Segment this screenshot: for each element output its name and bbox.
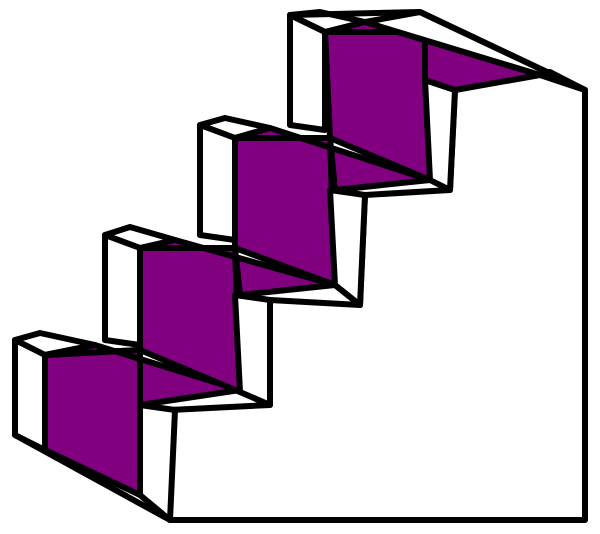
step-4-riser-left xyxy=(287,12,328,133)
step-3-carpet-tread xyxy=(232,125,433,193)
staircase-side-wall xyxy=(167,69,588,523)
step-4-riser-right xyxy=(422,77,458,193)
step-2-riser-right xyxy=(232,292,273,408)
step-1-riser-left xyxy=(12,337,48,453)
step-2-riser-left xyxy=(102,232,143,348)
staircase-front-edge xyxy=(12,337,173,523)
step-1-riser-right xyxy=(137,402,178,523)
step-1-carpet-tread xyxy=(42,342,243,408)
step-3-riser-left xyxy=(197,122,238,243)
staircase-top-edge xyxy=(287,9,588,93)
step-2-carpet-tread xyxy=(137,237,338,298)
step-1-carpet-riser xyxy=(42,347,143,498)
step-3-riser-right xyxy=(327,187,368,308)
